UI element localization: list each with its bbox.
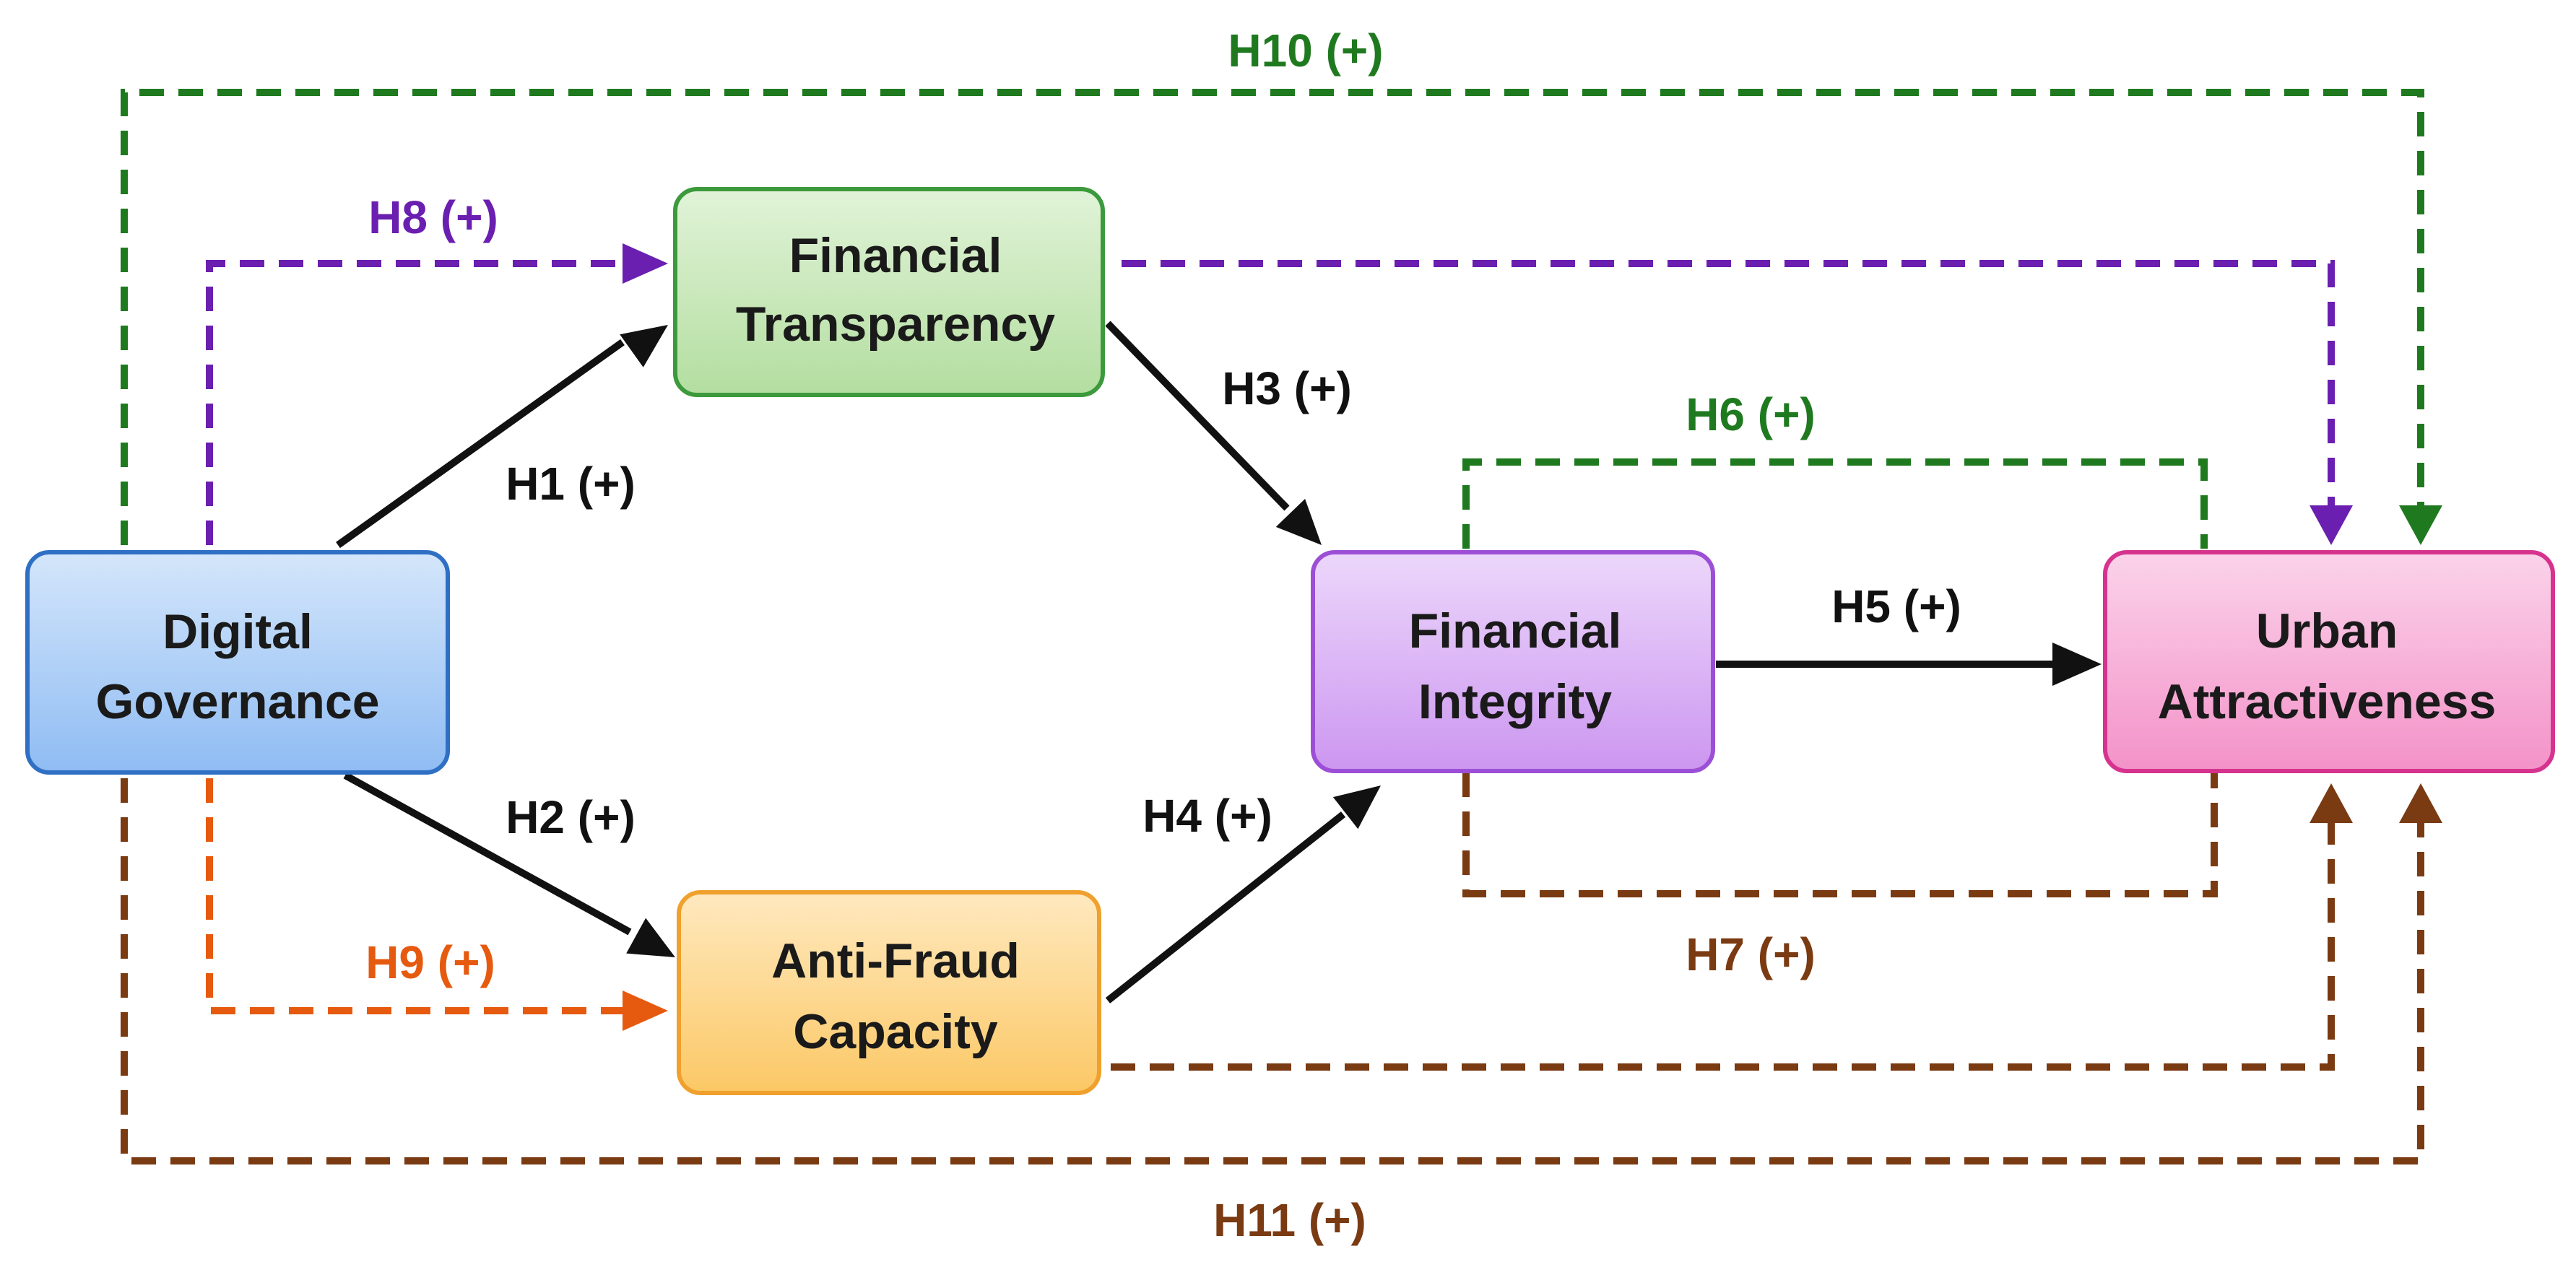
label-h4: H4 (+): [1142, 790, 1272, 842]
node-financial-transparency: Financial Transparency: [673, 187, 1105, 397]
label-h6: H6 (+): [1686, 388, 1816, 440]
label-h11: H11 (+): [1213, 1194, 1366, 1246]
node-financial-integrity: Financial Integrity: [1311, 550, 1715, 773]
node-urban-attractiveness: Urban Attractiveness: [2103, 550, 2555, 773]
h3-arrowhead: [1275, 498, 1322, 545]
path-h3: [1105, 321, 1322, 545]
path-h2: [343, 772, 675, 957]
node-label-line: Anti-Fraud: [771, 933, 1020, 988]
h1-arrowhead: [620, 325, 668, 367]
node-label-line: Transparency: [736, 297, 1055, 352]
h8-arrowhead-1: [623, 243, 668, 284]
path-h9: [206, 778, 668, 1031]
label-h10: H10 (+): [1228, 25, 1383, 77]
label-h5: H5 (+): [1831, 580, 1961, 632]
node-digital-governance: Digital Governance: [25, 550, 450, 775]
node-label-line: Financial: [789, 228, 1002, 283]
node-anti-fraud-capacity: Anti-Fraud Capacity: [677, 890, 1101, 1095]
h4-arrowhead: [1332, 785, 1381, 830]
node-label-line: Integrity: [1418, 674, 1612, 729]
antifraud-urban-arrowhead: [2310, 783, 2353, 823]
path-h11: [121, 778, 2442, 1164]
node-label-line: Urban: [2256, 604, 2398, 658]
path-h6: [1462, 458, 2208, 549]
path-h7: [1462, 772, 2218, 897]
path-antifraud-to-urban: [1111, 783, 2353, 1071]
path-h4: [1105, 785, 1381, 1003]
h9-arrowhead: [623, 991, 668, 1031]
node-label-line: Financial: [1409, 604, 1622, 658]
h8-arrowhead-2: [2310, 505, 2353, 545]
label-h8: H8 (+): [368, 191, 498, 243]
h11-arrowhead: [2399, 783, 2442, 823]
h2-arrowhead: [626, 918, 675, 957]
path-h5: [1716, 643, 2102, 686]
node-label-line: Governance: [95, 674, 379, 729]
node-label-line: Capacity: [793, 1004, 998, 1059]
path-h8: [206, 243, 2353, 545]
label-h1: H1 (+): [506, 458, 636, 510]
node-label-line: Attractiveness: [2158, 674, 2497, 729]
label-h2: H2 (+): [506, 791, 636, 843]
h5-arrowhead: [2052, 643, 2102, 686]
path-h1: [336, 325, 668, 549]
node-label-line: Digital: [162, 604, 313, 659]
label-h9: H9 (+): [365, 936, 495, 988]
path-h10: [121, 89, 2442, 545]
h10-arrowhead: [2399, 505, 2442, 545]
label-h3: H3 (+): [1222, 362, 1352, 414]
label-h7: H7 (+): [1686, 928, 1816, 980]
